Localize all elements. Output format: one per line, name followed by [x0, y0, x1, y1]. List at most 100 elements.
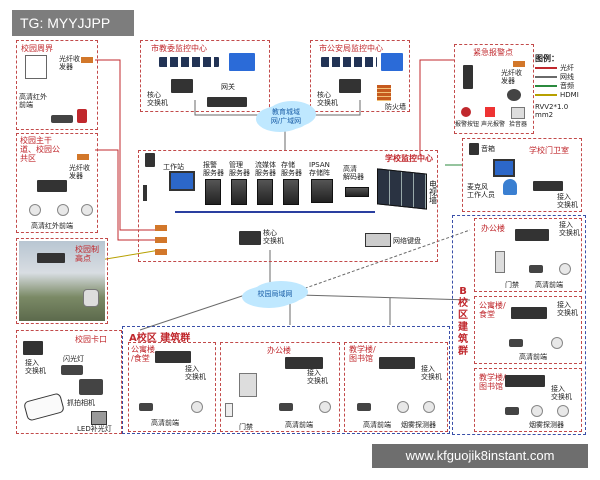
main-road-dome-icon — [57, 204, 69, 216]
speaker-label: 音箱 — [481, 145, 495, 153]
center-core-switch-icon — [239, 231, 261, 245]
police-monitors — [321, 57, 377, 67]
workstation-server-icon — [145, 153, 155, 167]
police-core-switch-label: 核心 交换机 — [317, 91, 338, 107]
main-road-switch-icon — [37, 180, 67, 192]
police-center-box: 市公安局监控中心 核心 交换机 防火墙 — [310, 40, 410, 112]
high-point-device-icon — [37, 253, 65, 263]
edu-core-switch-label: 核心 交换机 — [147, 91, 168, 107]
keyboard-label: 网络键盘 — [393, 237, 421, 245]
edu-network-label: 教育城域 网/广域网 — [270, 108, 302, 125]
perimeter-pole-icon — [25, 55, 47, 79]
zone-a-teaching-title: 教学楼/ 图书馆 — [349, 345, 376, 363]
emergency-column-icon — [463, 65, 473, 89]
zone-a-teaching-camera-icon — [357, 403, 371, 411]
video-wall-icon — [377, 168, 427, 210]
main-road-camera-label: 高清红外前端 — [31, 222, 73, 230]
zone-b-dorm-camera-icon — [509, 339, 523, 347]
storage-server-icon — [283, 179, 299, 205]
alarm-server-icon — [205, 179, 221, 205]
gate-title: 校园卡口 — [75, 335, 107, 344]
legend-swatch — [535, 75, 557, 78]
police-center-title: 市公安局监控中心 — [319, 44, 383, 53]
corner-tag: TG: MYYJJPP — [12, 10, 134, 36]
zone-b-dorm-switch-label: 接入 交换机 — [557, 301, 578, 317]
zone-b-office-title: 办公楼 — [481, 224, 505, 233]
zone-a-dorm-camera-icon — [139, 403, 153, 411]
video-wall-label: 电 视 墙 — [429, 180, 437, 205]
main-road-dome-icon — [81, 204, 93, 216]
network-line — [310, 100, 361, 116]
legend-cable: RVV2*1.0 — [535, 103, 569, 111]
zone-a-dorm-camera-label: 高清前端 — [151, 419, 179, 427]
legend-item: HDMI — [535, 90, 593, 99]
zone-a-dorm-box: 公寓楼 /食堂 接入 交换机 高清前端 — [128, 342, 216, 432]
legend-title: 图例： — [535, 54, 559, 63]
zone-b-teaching-switch-icon — [505, 375, 545, 387]
zone-a-door-reader-icon — [225, 403, 233, 417]
gate-capture-label: 抓拍相机 — [67, 399, 95, 407]
legend-swatch — [535, 93, 557, 96]
zone-b-title: B 校 区 建 筑 群 — [458, 286, 468, 357]
high-point-title: 校园制 高点 — [75, 245, 99, 263]
zone-a-dorm-switch-icon — [155, 351, 191, 363]
gate-switch-label: 接入 交换机 — [25, 359, 46, 375]
firewall-label: 防火墙 — [385, 103, 406, 111]
zone-a-teaching-camera-label: 高清前端 — [363, 421, 391, 429]
zone-a-office-camera-icon — [279, 403, 293, 411]
server-label-manage: 管理 服务器 — [229, 161, 250, 177]
decoder-icon — [345, 187, 369, 197]
fiber-line — [95, 149, 160, 241]
mic-icon — [143, 185, 147, 201]
main-road-title: 校园主干 道、校园公 共区 — [20, 136, 60, 163]
ipsan-icon — [311, 179, 333, 203]
high-point-ptz-icon — [83, 289, 99, 307]
legend-label: 音频 — [560, 81, 574, 90]
zone-b-office-switch-label: 接入 交换机 — [559, 221, 580, 237]
zone-a-dorm-dome-icon — [191, 401, 203, 413]
edu-gateway-label: 网关 — [221, 83, 235, 91]
legend-label: 网线 — [560, 72, 574, 81]
staff-icon — [503, 179, 517, 195]
network-line — [299, 294, 471, 301]
legend-label: HDMI — [560, 90, 579, 99]
zone-b-teaching-smoke-label: 烟雾探测器 — [529, 421, 564, 429]
zone-a-door-icon — [239, 373, 257, 397]
legend-cable-unit: mm2 — [535, 111, 554, 119]
zone-a-teaching-dome-icon — [397, 401, 409, 413]
emergency-fiber-label: 光纤收 发器 — [501, 69, 522, 85]
perimeter-box: 校园周界 光纤收 发器 高清红外 前端 — [16, 40, 98, 130]
main-road-dome-icon — [29, 204, 41, 216]
network-line — [139, 294, 246, 331]
perimeter-fiber-icon — [81, 57, 93, 63]
gate-flash-icon — [61, 365, 83, 375]
zone-a-office-box: 办公楼 接入 交换机 门禁 高清前端 — [220, 342, 340, 432]
campus-lan-cloud — [248, 284, 302, 306]
zone-a-office-title: 办公楼 — [267, 346, 291, 355]
perimeter-fiber-label: 光纤收 发器 — [59, 55, 80, 71]
main-road-box: 校园主干 道、校园公 共区 光纤收 发器 高清红外前端 — [16, 133, 98, 233]
monitor-center-box: 学校监控中心 工作站 报警 服务器 管理 服务器 流媒体 服务器 存储 服务器 … — [138, 150, 438, 262]
gate-capture-icon — [79, 379, 103, 395]
legend-item: 光纤 — [535, 63, 593, 72]
zone-a-box: A校区 建筑群 — [122, 326, 450, 434]
police-screen-icon — [381, 53, 403, 71]
zone-a-dorm-switch-label: 接入 交换机 — [185, 365, 206, 381]
zone-a-office-switch-label: 接入 交换机 — [307, 369, 328, 385]
emergency-box: 紧急报警点 光纤收 发器 报警按钮 声光报警 拾音器 — [454, 44, 534, 134]
zone-b-office-camera-icon — [529, 265, 543, 273]
keyboard-icon — [365, 233, 391, 247]
fiber-line — [95, 59, 160, 231]
zone-b-teaching-switch-label: 接入 交换机 — [551, 385, 572, 401]
main-road-fiber-label: 光纤收 发器 — [69, 164, 90, 180]
zone-b-dorm-dome-icon — [551, 337, 563, 349]
server-label-stream: 流媒体 服务器 — [255, 161, 276, 177]
gate-room-switch-label: 接入 交换机 — [557, 193, 578, 209]
zone-a-teaching-switch-label: 接入 交换机 — [421, 365, 442, 381]
gate-room-title: 学校门卫室 — [529, 146, 569, 155]
gate-switch-icon — [23, 341, 43, 355]
emergency-camera-icon — [507, 89, 521, 101]
zone-b-office-camera-label: 高清前端 — [535, 281, 563, 289]
